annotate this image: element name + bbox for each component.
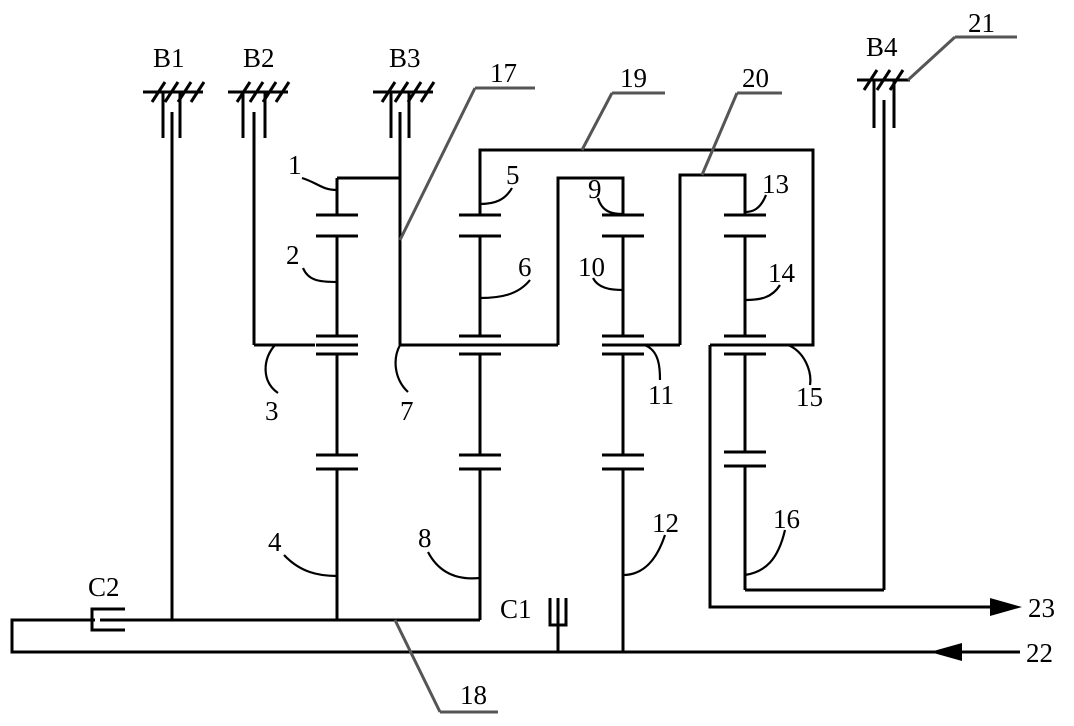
label-5: 5 bbox=[506, 160, 520, 190]
label-12: 12 bbox=[652, 508, 679, 538]
label-15: 15 bbox=[796, 382, 823, 412]
clutch-c1 bbox=[550, 598, 566, 652]
label-20: 20 bbox=[742, 63, 769, 93]
label-21: 21 bbox=[968, 8, 995, 38]
label-3: 3 bbox=[265, 396, 279, 426]
label-c2: C2 bbox=[88, 572, 120, 602]
arrow-input-22 bbox=[930, 643, 962, 661]
label-19: 19 bbox=[620, 63, 647, 93]
label-13: 13 bbox=[762, 169, 789, 199]
label-17: 17 bbox=[490, 58, 517, 88]
label-b4: B4 bbox=[866, 32, 898, 62]
label-11: 11 bbox=[648, 380, 674, 410]
leader-lines bbox=[266, 37, 1017, 712]
label-22: 22 bbox=[1026, 638, 1053, 668]
label-b2: B2 bbox=[243, 43, 275, 73]
arrow-output-23 bbox=[990, 598, 1022, 616]
brake-b3 bbox=[373, 82, 434, 345]
brake-b4 bbox=[745, 70, 910, 590]
brake-b1 bbox=[143, 82, 204, 620]
label-c1: C1 bbox=[500, 594, 532, 624]
label-10: 10 bbox=[578, 252, 605, 282]
label-b3: B3 bbox=[389, 43, 421, 73]
label-2: 2 bbox=[286, 240, 300, 270]
label-14: 14 bbox=[768, 258, 796, 288]
label-23: 23 bbox=[1028, 593, 1055, 623]
label-18: 18 bbox=[460, 680, 487, 710]
label-4: 4 bbox=[268, 527, 282, 557]
label-9: 9 bbox=[588, 174, 602, 204]
planetary-set-2 bbox=[400, 150, 813, 469]
label-1: 1 bbox=[288, 150, 302, 180]
label-7: 7 bbox=[400, 396, 414, 426]
label-b1: B1 bbox=[153, 43, 185, 73]
output-shaft bbox=[710, 345, 995, 607]
input-shaft bbox=[12, 620, 1020, 652]
planetary-set-3 bbox=[558, 175, 745, 652]
label-8: 8 bbox=[418, 523, 432, 553]
clutch-c2 bbox=[92, 609, 125, 630]
brake-b2 bbox=[228, 82, 289, 345]
label-16: 16 bbox=[773, 504, 800, 534]
label-6: 6 bbox=[518, 252, 532, 282]
